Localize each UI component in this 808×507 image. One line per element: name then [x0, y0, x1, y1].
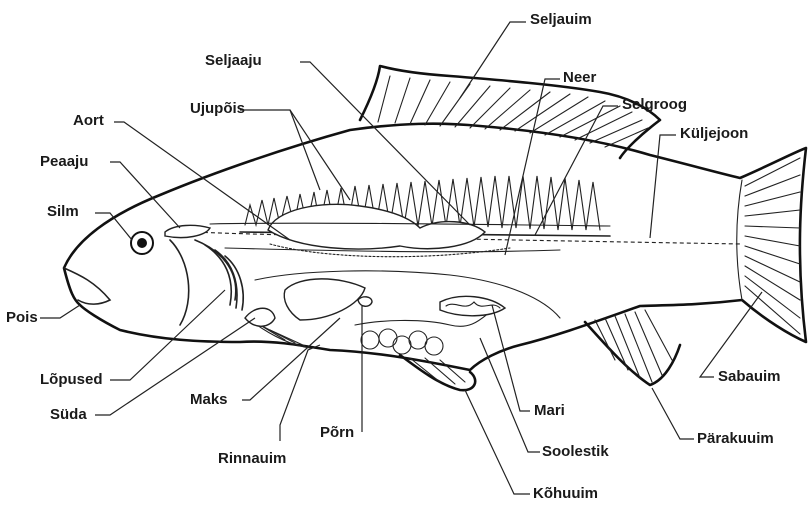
liver: [284, 279, 365, 320]
tail-fin-rays: [737, 158, 800, 334]
label-seljauim: Seljauim: [530, 11, 592, 29]
label-lopused: Lõpused: [40, 371, 103, 389]
heart: [245, 308, 275, 326]
label-aort: Aort: [73, 112, 104, 130]
label-porn: Põrn: [320, 424, 354, 442]
label-parakuuim: Pärakuuim: [697, 430, 774, 448]
label-rinnauim: Rinnauim: [218, 450, 286, 468]
leader-lines: [40, 22, 762, 494]
label-sabauim: Sabauim: [718, 368, 781, 386]
label-pois: Pois: [6, 309, 38, 327]
label-kuljejoon: Küljejoon: [680, 125, 748, 143]
gills: [195, 240, 243, 310]
spleen: [358, 297, 372, 306]
gill-cover: [170, 240, 189, 325]
label-mari: Mari: [534, 402, 565, 420]
dorsal-fin-rays: [378, 76, 648, 147]
label-silm: Silm: [47, 203, 79, 221]
brain: [165, 225, 210, 237]
label-kohuuim: Kõhuuim: [533, 485, 598, 503]
dorsal-fin: [360, 66, 660, 158]
intestine: [355, 312, 490, 355]
label-ujupois: Ujupõis: [190, 100, 245, 118]
label-neer: Neer: [563, 69, 596, 87]
roe: [440, 296, 505, 315]
pelvic-fin-rays: [410, 358, 465, 384]
label-soolestik: Soolestik: [542, 443, 609, 461]
label-selgroog: Selgroog: [622, 96, 687, 114]
swim-bladder: [268, 204, 485, 249]
label-maks: Maks: [190, 391, 228, 409]
label-seljaaju: Seljaaju: [205, 52, 262, 70]
eye-pupil: [137, 238, 147, 248]
mouth: [64, 268, 110, 304]
label-suda: Süda: [50, 406, 87, 424]
label-peaaju: Peaaju: [40, 153, 88, 171]
